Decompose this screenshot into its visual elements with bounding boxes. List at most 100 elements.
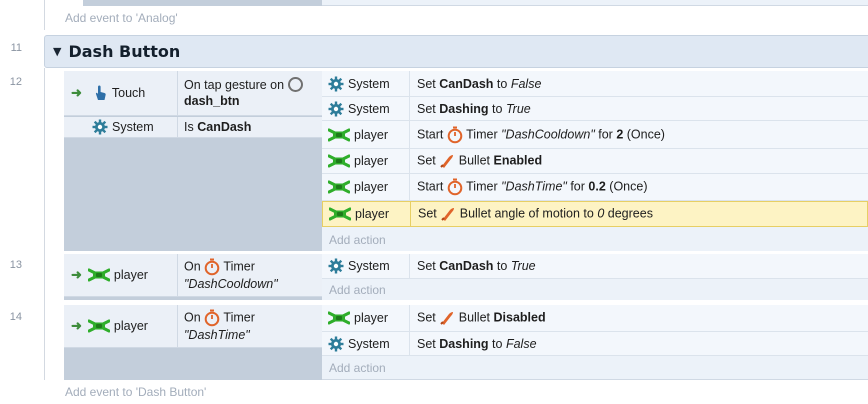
player-sprite-icon xyxy=(328,128,350,142)
action-value: "DashTime" xyxy=(501,179,567,194)
action-variable: CanDash xyxy=(439,259,494,273)
action-text: to xyxy=(496,76,508,91)
player-sprite-icon xyxy=(328,311,350,325)
player-sprite-icon xyxy=(329,207,351,221)
stopwatch-icon xyxy=(447,126,463,144)
condition-text: On tap gesture on xyxy=(184,77,285,92)
behavior-name: Timer xyxy=(466,126,498,141)
line-number: 13 xyxy=(9,259,22,271)
action-row[interactable]: player Set Bullet Enabled xyxy=(322,149,868,174)
action-row[interactable]: player Start Timer "DashTime" for 0.2 (O… xyxy=(322,174,868,201)
prev-condition-block xyxy=(83,0,322,6)
behavior-name: Timer xyxy=(466,179,498,194)
action-text: to xyxy=(496,259,508,273)
object-name: player xyxy=(354,311,389,325)
group-title: Dash Button xyxy=(68,42,181,61)
condition-param: "DashCooldown" xyxy=(184,277,278,291)
bullet-icon xyxy=(439,153,455,169)
object-name: player xyxy=(355,207,390,221)
object-name: player xyxy=(113,268,148,282)
behavior-name: Timer xyxy=(223,259,255,274)
action-text: for xyxy=(570,179,585,194)
action-row-selected[interactable]: player Set Bullet angle of motion to 0 d… xyxy=(322,201,868,227)
action-variable: Dashing xyxy=(439,336,489,351)
object-name: System xyxy=(348,76,390,91)
line-number: 14 xyxy=(9,311,22,323)
player-sprite-icon xyxy=(328,154,350,168)
bullet-icon xyxy=(440,206,456,222)
trigger-arrow-icon: ➜ xyxy=(71,85,82,100)
action-verb: Start xyxy=(417,126,444,141)
action-duration: 0.2 xyxy=(588,179,606,194)
expand-triangle-icon[interactable]: ▼ xyxy=(53,45,62,58)
touch-icon xyxy=(92,84,108,102)
stopwatch-icon xyxy=(204,309,220,327)
action-variable: CanDash xyxy=(439,76,494,91)
action-value: Enabled xyxy=(493,153,543,168)
condition-param: "DashTime" xyxy=(184,328,250,342)
gear-icon xyxy=(328,258,344,274)
add-action-link[interactable]: Add action xyxy=(322,357,868,380)
stopwatch-icon xyxy=(447,178,463,196)
object-name: player xyxy=(354,180,389,194)
condition-text: On xyxy=(184,259,201,274)
action-row[interactable]: player Start Timer "DashCooldown" for 2 … xyxy=(322,121,868,149)
player-sprite-icon xyxy=(88,319,110,333)
action-row[interactable]: System Set CanDash to False xyxy=(322,71,868,97)
condition-system-is-candash[interactable]: System Is CanDash xyxy=(64,117,322,138)
condition-text: Is xyxy=(184,120,194,134)
object-name: player xyxy=(354,127,389,142)
add-event-link-analog[interactable]: Add event to 'Analog' xyxy=(65,11,178,25)
add-action-link[interactable]: Add action xyxy=(329,283,386,297)
condition-text: On xyxy=(184,310,201,325)
action-value: "DashCooldown" xyxy=(501,126,595,141)
add-event-link-dash-button[interactable]: Add event to 'Dash Button' xyxy=(65,385,207,399)
object-name: System xyxy=(348,336,390,351)
action-row[interactable]: player Set Bullet Disabled xyxy=(322,305,868,332)
condition-player-on-timer[interactable]: ➜ player On Timer "DashCooldown" xyxy=(64,254,322,297)
action-row[interactable]: System Set Dashing to False xyxy=(322,332,868,356)
group-header[interactable]: ▼ Dash Button xyxy=(44,35,868,68)
action-verb: Set xyxy=(417,259,436,273)
condition-param: CanDash xyxy=(197,120,252,134)
behavior-name: Timer xyxy=(223,310,255,325)
action-value: False xyxy=(510,76,542,91)
action-verb: Set xyxy=(417,101,436,116)
add-action-link[interactable]: Add action xyxy=(329,232,386,247)
action-verb: Set xyxy=(417,153,436,168)
gear-icon xyxy=(328,76,344,92)
condition-param: dash_btn xyxy=(184,94,240,109)
action-row[interactable]: System Set CanDash to True xyxy=(322,254,868,279)
action-text: (Once) xyxy=(609,179,648,194)
gear-icon xyxy=(92,119,108,135)
object-name: System xyxy=(112,120,154,134)
action-duration: 2 xyxy=(616,126,624,141)
action-value: False xyxy=(505,336,537,351)
behavior-name: Bullet angle of motion to xyxy=(459,206,594,221)
behavior-name: Bullet xyxy=(458,153,491,168)
action-variable: Dashing xyxy=(439,101,489,116)
bullet-icon xyxy=(439,310,455,326)
condition-touch-tap[interactable]: ➜ Touch On tap gesture on dash_btn xyxy=(64,71,322,116)
trigger-arrow-icon: ➜ xyxy=(71,267,82,282)
condition-player-on-timer[interactable]: ➜ player On Timer "DashTime" xyxy=(64,305,322,348)
invert-circle-icon[interactable] xyxy=(287,77,303,93)
trigger-arrow-icon: ➜ xyxy=(71,318,82,333)
action-verb: Set xyxy=(417,336,436,351)
line-number: 11 xyxy=(10,42,22,54)
object-name: player xyxy=(113,319,148,333)
action-text: to xyxy=(492,336,503,351)
group-body-border xyxy=(44,68,45,380)
action-verb: Set xyxy=(417,76,436,91)
player-sprite-icon xyxy=(328,180,350,194)
stopwatch-icon xyxy=(204,258,220,276)
action-text: to xyxy=(492,101,503,116)
action-row[interactable]: System Set Dashing to True xyxy=(322,97,868,121)
action-verb: Start xyxy=(417,179,444,194)
action-verb: Set xyxy=(417,310,436,325)
object-name: System xyxy=(348,101,390,116)
gear-icon xyxy=(328,336,344,352)
object-name: System xyxy=(348,259,390,273)
prev-action-block xyxy=(322,0,868,6)
object-name: player xyxy=(354,154,389,168)
